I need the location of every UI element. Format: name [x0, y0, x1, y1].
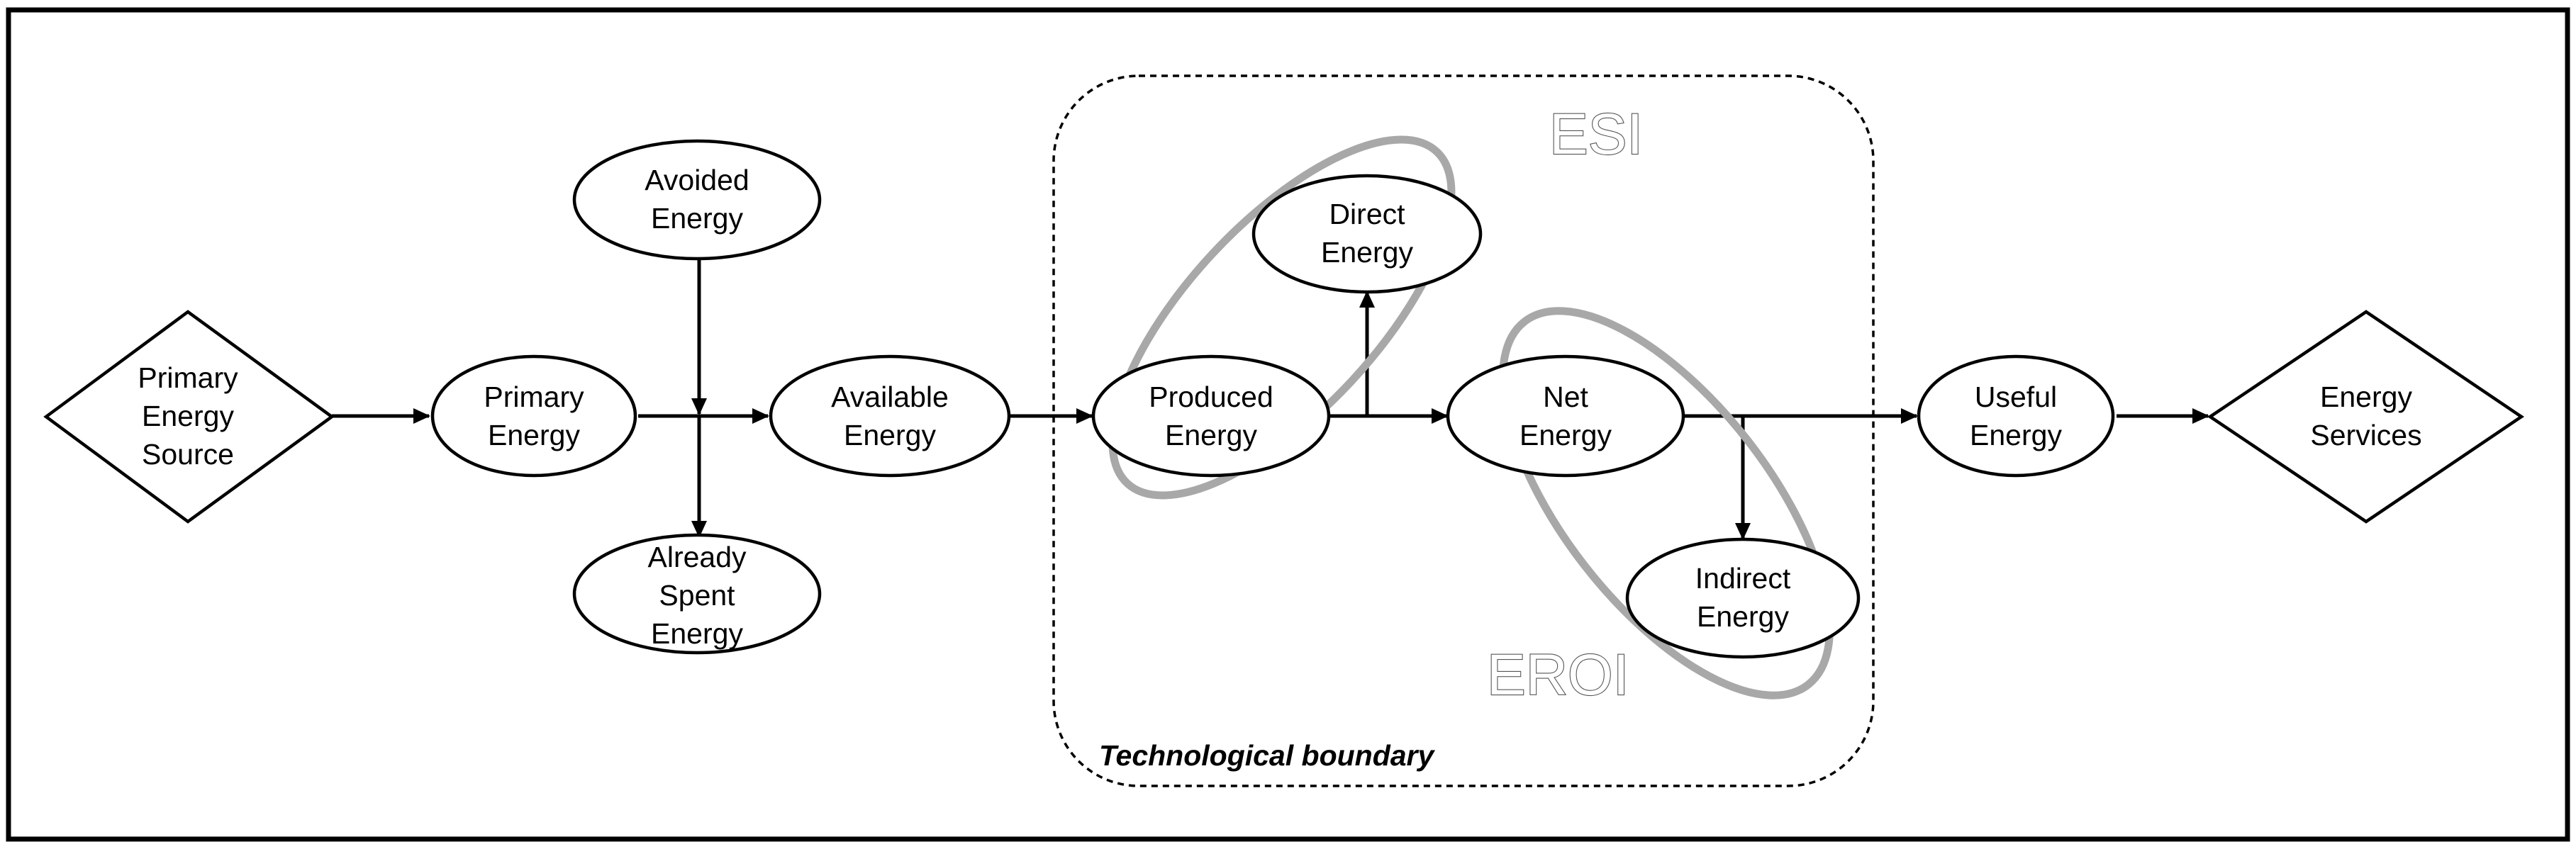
already-spent-energy-line2: Spent — [659, 579, 735, 612]
esi-label: ESI — [1549, 102, 1643, 167]
useful-energy-line2: Energy — [1970, 419, 2062, 451]
energy-services-line2: Services — [2310, 419, 2421, 451]
available-energy-line2: Energy — [844, 419, 936, 451]
indirect-energy-line1: Indirect — [1695, 562, 1791, 595]
node-net-energy: Net Energy — [1446, 354, 1685, 478]
direct-energy-line1: Direct — [1329, 198, 1405, 230]
available-energy-line1: Available — [831, 381, 949, 413]
indirect-energy-line2: Energy — [1697, 600, 1789, 633]
primary-energy-source-line3: Source — [142, 438, 234, 471]
node-primary-energy: Primary Energy — [430, 354, 637, 478]
net-energy-line2: Energy — [1520, 419, 1612, 451]
produced-energy-line1: Produced — [1149, 381, 1273, 413]
indirect-energy-shape — [1625, 537, 1861, 659]
useful-energy-line1: Useful — [1975, 381, 2057, 413]
eroi-label: EROI — [1487, 643, 1629, 707]
node-available-energy: Available Energy — [769, 354, 1011, 478]
net-energy-shape — [1446, 354, 1685, 478]
node-already-spent-energy: Already Spent Energy — [572, 533, 822, 655]
node-produced-energy: Produced Energy — [1091, 354, 1331, 478]
technological-boundary-label: Technological boundary — [1099, 739, 1435, 772]
avoided-energy-line2: Energy — [651, 202, 743, 235]
primary-energy-source-line2: Energy — [142, 400, 234, 432]
primary-energy-source-shape — [43, 310, 335, 524]
direct-energy-shape — [1251, 174, 1483, 294]
energy-services-shape — [2207, 310, 2525, 524]
technological-boundary — [1052, 74, 1875, 787]
avoided-energy-shape — [572, 139, 822, 261]
eroi-highlight-ellipse — [1499, 307, 1834, 699]
node-avoided-energy: Avoided Energy — [572, 139, 822, 261]
avoided-energy-line1: Avoided — [645, 164, 749, 196]
node-primary-energy-source: Primary Energy Source — [43, 310, 335, 524]
already-spent-energy-line3: Energy — [651, 617, 743, 650]
energy-services-line1: Energy — [2320, 381, 2412, 413]
primary-energy-line1: Primary — [484, 381, 584, 413]
node-energy-services: Energy Services — [2207, 310, 2525, 524]
node-useful-energy: Useful Energy — [1917, 354, 2115, 478]
useful-energy-shape — [1917, 354, 2115, 478]
primary-energy-source-line1: Primary — [138, 361, 238, 394]
already-spent-energy-shape — [572, 533, 822, 655]
produced-energy-shape — [1091, 354, 1331, 478]
esi-highlight-ellipse — [1108, 135, 1456, 500]
available-energy-shape — [769, 354, 1011, 478]
direct-energy-line2: Energy — [1321, 236, 1413, 269]
already-spent-energy-line1: Already — [647, 541, 747, 573]
produced-energy-line2: Energy — [1165, 419, 1257, 451]
primary-energy-line2: Energy — [488, 419, 580, 451]
net-energy-line1: Net — [1543, 381, 1588, 413]
node-direct-energy: Direct Energy — [1251, 174, 1483, 294]
outer-frame — [6, 7, 2570, 842]
node-indirect-energy: Indirect Energy — [1625, 537, 1861, 659]
primary-energy-shape — [430, 354, 637, 478]
